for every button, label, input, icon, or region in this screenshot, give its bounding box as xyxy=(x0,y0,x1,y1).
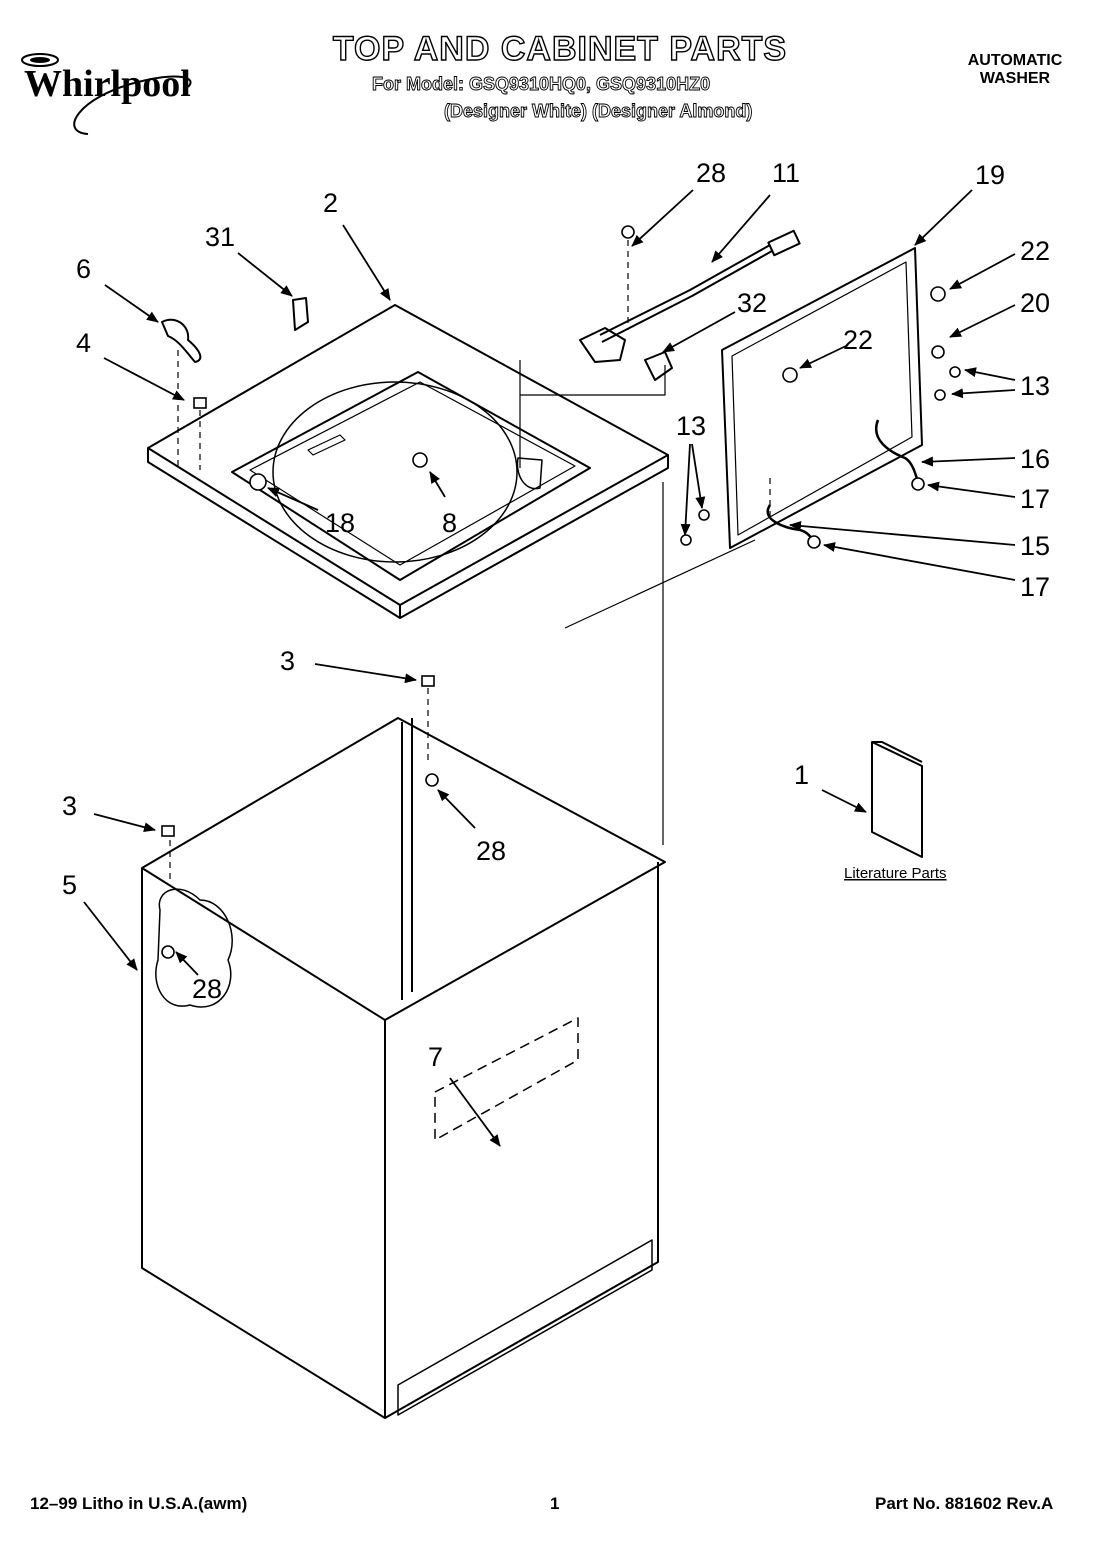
callout-18: 18 xyxy=(325,508,355,538)
callout-8: 8 xyxy=(442,508,457,538)
small-clip-part xyxy=(292,297,309,331)
model-colors: (Designer White) (Designer Almond) xyxy=(444,101,753,122)
plug-18 xyxy=(249,473,267,491)
callout-13-right: 13 xyxy=(1020,371,1050,401)
badge-plate xyxy=(434,1017,579,1141)
callout-2: 2 xyxy=(323,188,338,218)
logo-wordmark: Whirlpool xyxy=(24,63,191,105)
product-type: AUTOMATIC WASHER xyxy=(950,52,1080,88)
product-type-line2: WASHER xyxy=(979,70,1051,87)
callout-1: 1 xyxy=(794,760,809,790)
clip-20 xyxy=(931,345,945,359)
hose-clamp-17-upper xyxy=(911,477,925,491)
callout-22-right: 22 xyxy=(1020,236,1050,266)
footer-print-info: 12–99 Litho in U.S.A.(awm) xyxy=(30,1494,248,1513)
literature-parts-label: Literature Parts xyxy=(844,865,947,882)
callout-32: 32 xyxy=(737,288,767,318)
clip-nut-4 xyxy=(193,397,207,409)
callout-28-top: 28 xyxy=(696,158,726,188)
callout-31: 31 xyxy=(205,222,235,252)
grommet-22-left xyxy=(782,367,798,383)
callout-4: 4 xyxy=(76,328,91,358)
wire-harness xyxy=(579,229,801,363)
footer-part-number: Part No. 881602 Rev.A xyxy=(875,1494,1054,1513)
callout-7: 7 xyxy=(428,1042,443,1072)
screw-28-top xyxy=(621,225,635,239)
page-title: TOP AND CABINET PARTS xyxy=(332,29,788,68)
callout-17-lower: 17 xyxy=(1020,572,1050,602)
callout-28-low: 28 xyxy=(192,974,222,1004)
callout-6: 6 xyxy=(76,254,91,284)
clip-part xyxy=(161,318,202,363)
callout-22-left: 22 xyxy=(843,325,873,355)
hose-clamp-17-lower xyxy=(807,535,821,549)
washer-cabinet xyxy=(141,717,666,1419)
grommet-22-right xyxy=(930,286,946,302)
product-type-line1: AUTOMATIC xyxy=(967,52,1063,69)
clip-nut-3-lower xyxy=(161,825,175,837)
callout-13-left: 13 xyxy=(676,411,706,441)
callout-19: 19 xyxy=(975,160,1005,190)
callout-11: 11 xyxy=(772,158,800,188)
model-numbers: For Model: GSQ9310HQ0, GSQ9310HZ0 xyxy=(372,74,711,95)
callout-20: 20 xyxy=(1020,288,1050,318)
literature-booklet xyxy=(871,741,923,858)
callout-17-upper: 17 xyxy=(1020,484,1050,514)
console-panel xyxy=(721,247,923,549)
screw-13-left-a xyxy=(698,509,710,521)
callout-3-upper: 3 xyxy=(280,646,295,676)
switch-bracket xyxy=(644,351,673,381)
screw-13-right-a xyxy=(949,366,961,378)
screw-13-right-b xyxy=(934,389,946,401)
callout-5: 5 xyxy=(62,870,77,900)
washer-top-lid xyxy=(147,304,669,619)
callout-3-lower: 3 xyxy=(62,791,77,821)
screw-13-left-b xyxy=(680,534,692,546)
screw-28-low xyxy=(161,945,175,959)
whirlpool-logo: Whirlpool xyxy=(18,42,218,142)
footer-page-number: 1 xyxy=(550,1494,560,1513)
callout-16: 16 xyxy=(1020,444,1050,474)
clip-nut-3-upper xyxy=(421,675,435,687)
hose-16 xyxy=(875,419,920,483)
screw-8 xyxy=(412,452,428,468)
callout-28-mid: 28 xyxy=(476,836,506,866)
callout-15: 15 xyxy=(1020,531,1050,561)
screw-28-mid xyxy=(425,773,439,787)
logo-graphic: Whirlpool xyxy=(21,53,192,135)
